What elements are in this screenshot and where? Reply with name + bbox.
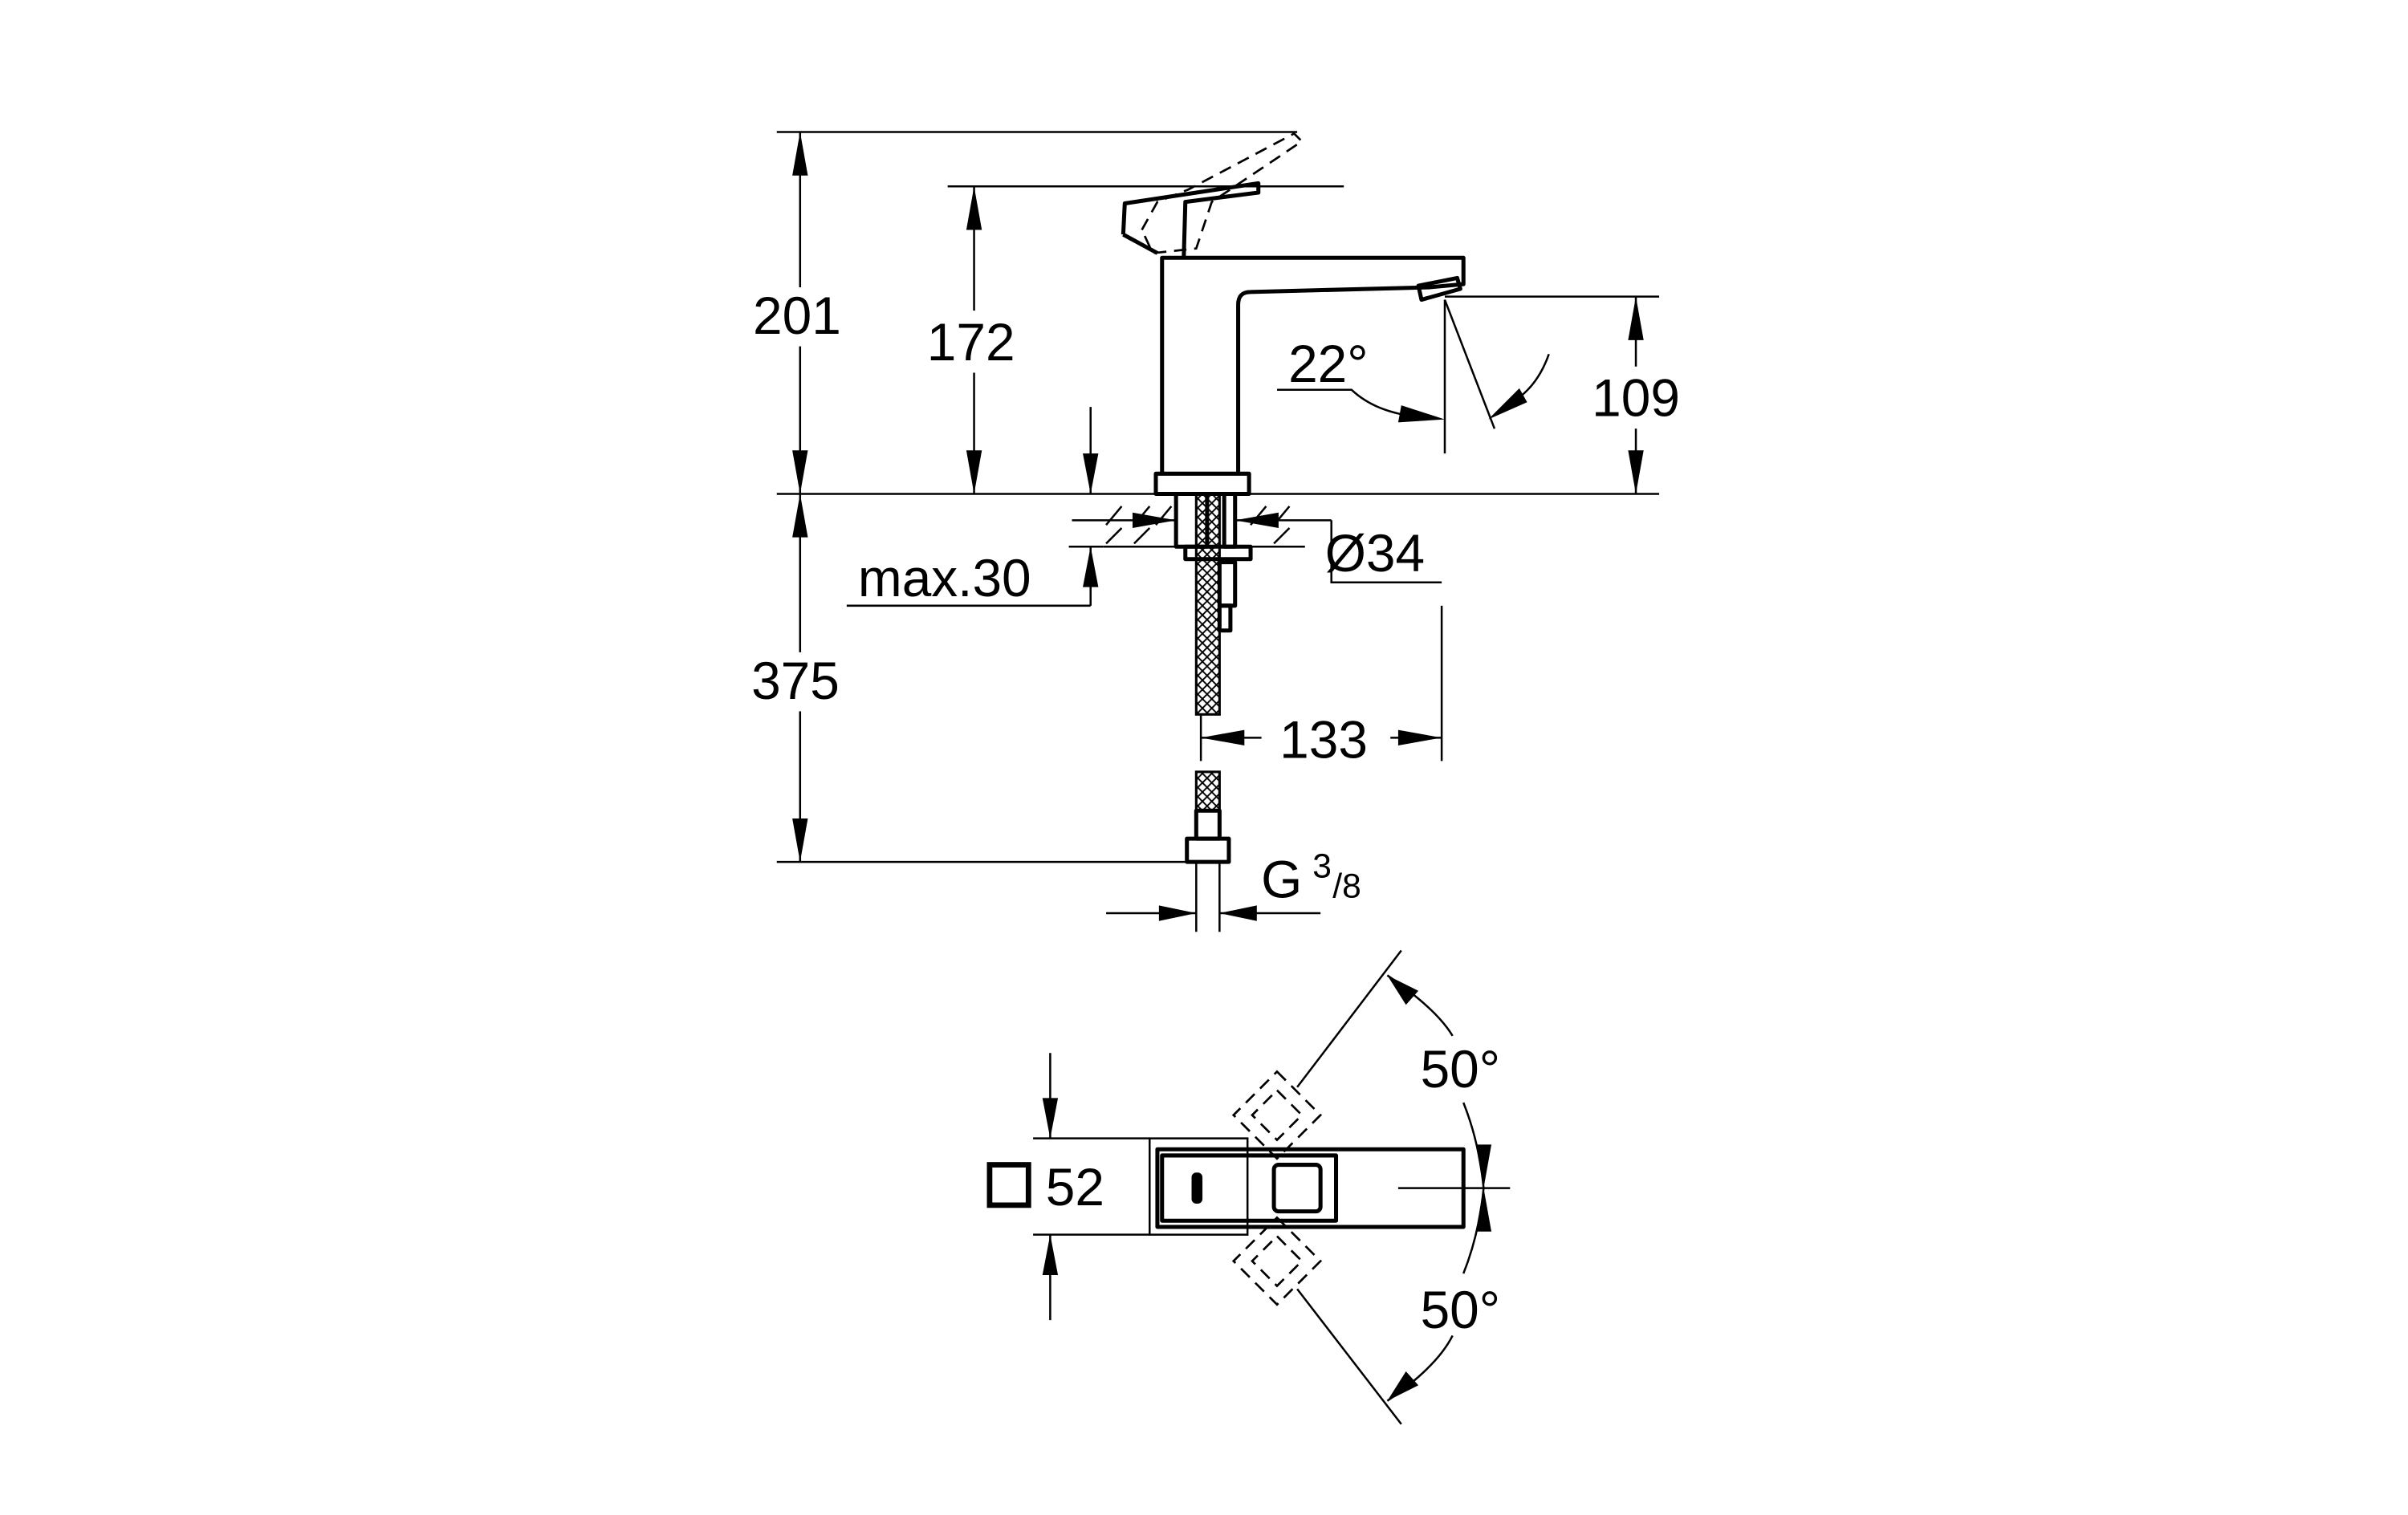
dimension-spout-angle: 22° <box>1276 299 1550 454</box>
dimension-square: 52 <box>986 1053 1150 1321</box>
square-symbol-icon <box>986 1162 1031 1208</box>
dimension-total-height: 201 <box>746 132 855 494</box>
dim-diameter-34: Ø34 <box>1325 523 1425 583</box>
faucet-top-view: 50° 50° <box>1149 949 1511 1425</box>
dim-133: 133 <box>1279 709 1368 769</box>
dim-375: 375 <box>751 651 840 710</box>
dimension-lever-height: 172 <box>919 186 1029 494</box>
faucet-side-view <box>1121 132 1466 496</box>
dim-201: 201 <box>753 286 841 345</box>
dimension-projection: 133 <box>1199 605 1443 769</box>
dimension-spout-height: 109 <box>1581 296 1690 494</box>
thread-g: G <box>1261 850 1302 909</box>
dim-109: 109 <box>1592 368 1680 428</box>
countertop-section <box>1103 491 1305 932</box>
thread-denominator: /8 <box>1332 867 1361 906</box>
dimension-max-deck: max.30 <box>846 407 1104 607</box>
dim-angle-upper: 50° <box>1421 1039 1501 1099</box>
dimension-thread: G 3 /8 <box>1106 847 1361 921</box>
dim-52: 52 <box>1046 1157 1104 1216</box>
dimension-hose-length: 375 <box>741 493 1197 863</box>
dim-angle-lower: 50° <box>1421 1280 1501 1339</box>
dimension-hole-diameter: Ø34 <box>1072 512 1442 584</box>
dim-22-deg: 22° <box>1288 334 1369 393</box>
thread-numerator: 3 <box>1312 847 1332 886</box>
dim-max-30: max.30 <box>858 548 1031 607</box>
dim-172: 172 <box>927 312 1015 372</box>
